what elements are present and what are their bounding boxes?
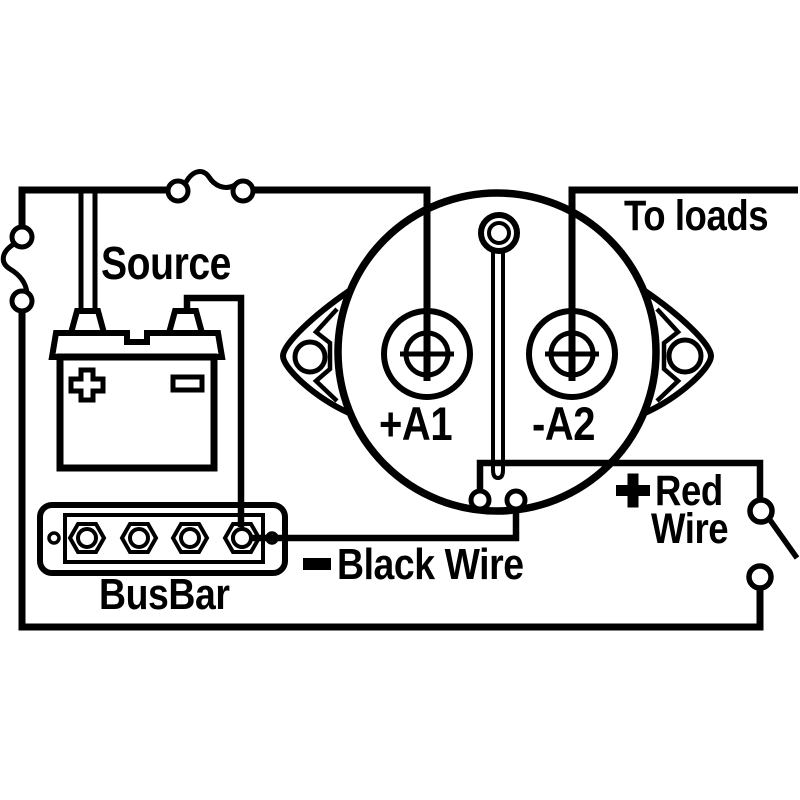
battery-post-negative [165,308,206,336]
fuse-left-element [0,241,30,294]
battery-post-positive [67,308,108,336]
relay-left-ear-detail [312,307,339,403]
relay-lever-slot [491,243,505,481]
fuse-top-icon [165,169,256,204]
terminal-a1-label: +A1 [379,397,453,450]
busbar-label: BusBar [99,570,230,619]
terminal-a2-label: -A2 [532,397,596,450]
switch-terminal-top [747,497,775,525]
wires [18,186,798,631]
relay-left-mount-hole [292,339,328,375]
wire-red [476,459,764,499]
relay-solenoid [279,189,715,515]
red-wire-label-line1: Red [655,467,723,515]
switch-lever [767,518,800,560]
battery-minus-icon [170,374,205,393]
battery-plus-icon [68,367,106,403]
relay-right-ear-detail [655,307,682,403]
red-wire-plus-icon [616,473,650,508]
busbar-nut-4-center [231,527,253,549]
source-label: Source [101,237,232,289]
busbar-nut-2 [119,522,159,554]
fuse-top-element [182,169,237,190]
black-wire-label: Black Wire [337,540,524,589]
fuse-top-cap-left [165,178,191,204]
to-loads-label: To loads [624,192,769,240]
relay-knob-inner [487,221,511,245]
fuse-left-icon [0,224,35,314]
switch-terminal-bottom [746,563,774,591]
busbar-nut-3 [170,522,210,554]
relay-small-terminal-right [504,488,528,512]
red-wire-label-line2: Wire [651,505,729,553]
wire-top-left [18,186,168,227]
wire-negative-to-busbar [183,294,245,527]
wire-feed-a1 [253,186,431,381]
fuse-top-cap-right [230,178,256,204]
fuse-left-cap-top [9,224,35,250]
switch-icon [746,497,800,591]
fuse-left-cap-bottom [9,288,35,314]
busbar-mount-hole-left [47,531,61,545]
wire-to-loads-a2 [568,186,798,381]
wire-ground-loop [18,311,764,631]
battery [48,308,226,472]
relay-right-mount-hole [666,337,704,375]
wire-black [252,509,520,542]
busbar-nut-1 [67,522,107,554]
relay-small-terminal-left [468,488,492,512]
black-wire-minus-icon [303,558,331,570]
